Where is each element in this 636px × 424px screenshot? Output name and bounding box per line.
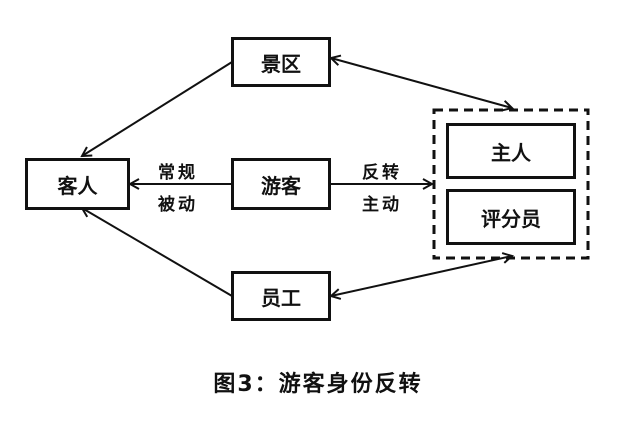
edge-label-reversal: 反转: [362, 163, 402, 183]
node-reviewer-label: 评分员: [481, 206, 541, 231]
node-guest-label: 客人: [57, 173, 98, 198]
node-reviewer: 评分员: [446, 189, 576, 245]
edge-label-passive: 被动: [158, 195, 198, 215]
node-tourist-label: 游客: [261, 173, 301, 198]
node-guest: 客人: [25, 158, 130, 210]
edge-label-active: 主动: [362, 195, 402, 215]
edge-label-routine: 常规: [158, 163, 198, 183]
node-host-label: 主人: [491, 140, 531, 165]
node-host: 主人: [446, 123, 576, 179]
arrow-scenic-to-roles: [331, 58, 512, 108]
arrow-staff-to-roles: [331, 256, 512, 296]
node-staff: 员工: [231, 271, 331, 321]
node-scenic-area: 景区: [231, 37, 331, 87]
arrow-scenic-to-guest: [82, 61, 233, 156]
node-scenic-area-label: 景区: [261, 51, 301, 76]
node-tourist: 游客: [231, 158, 331, 210]
arrow-staff-to-guest: [82, 208, 233, 297]
role-group-frame: [432, 108, 590, 260]
figure-caption: 图3：游客身份反转: [213, 372, 423, 397]
node-staff-label: 员工: [261, 285, 301, 310]
